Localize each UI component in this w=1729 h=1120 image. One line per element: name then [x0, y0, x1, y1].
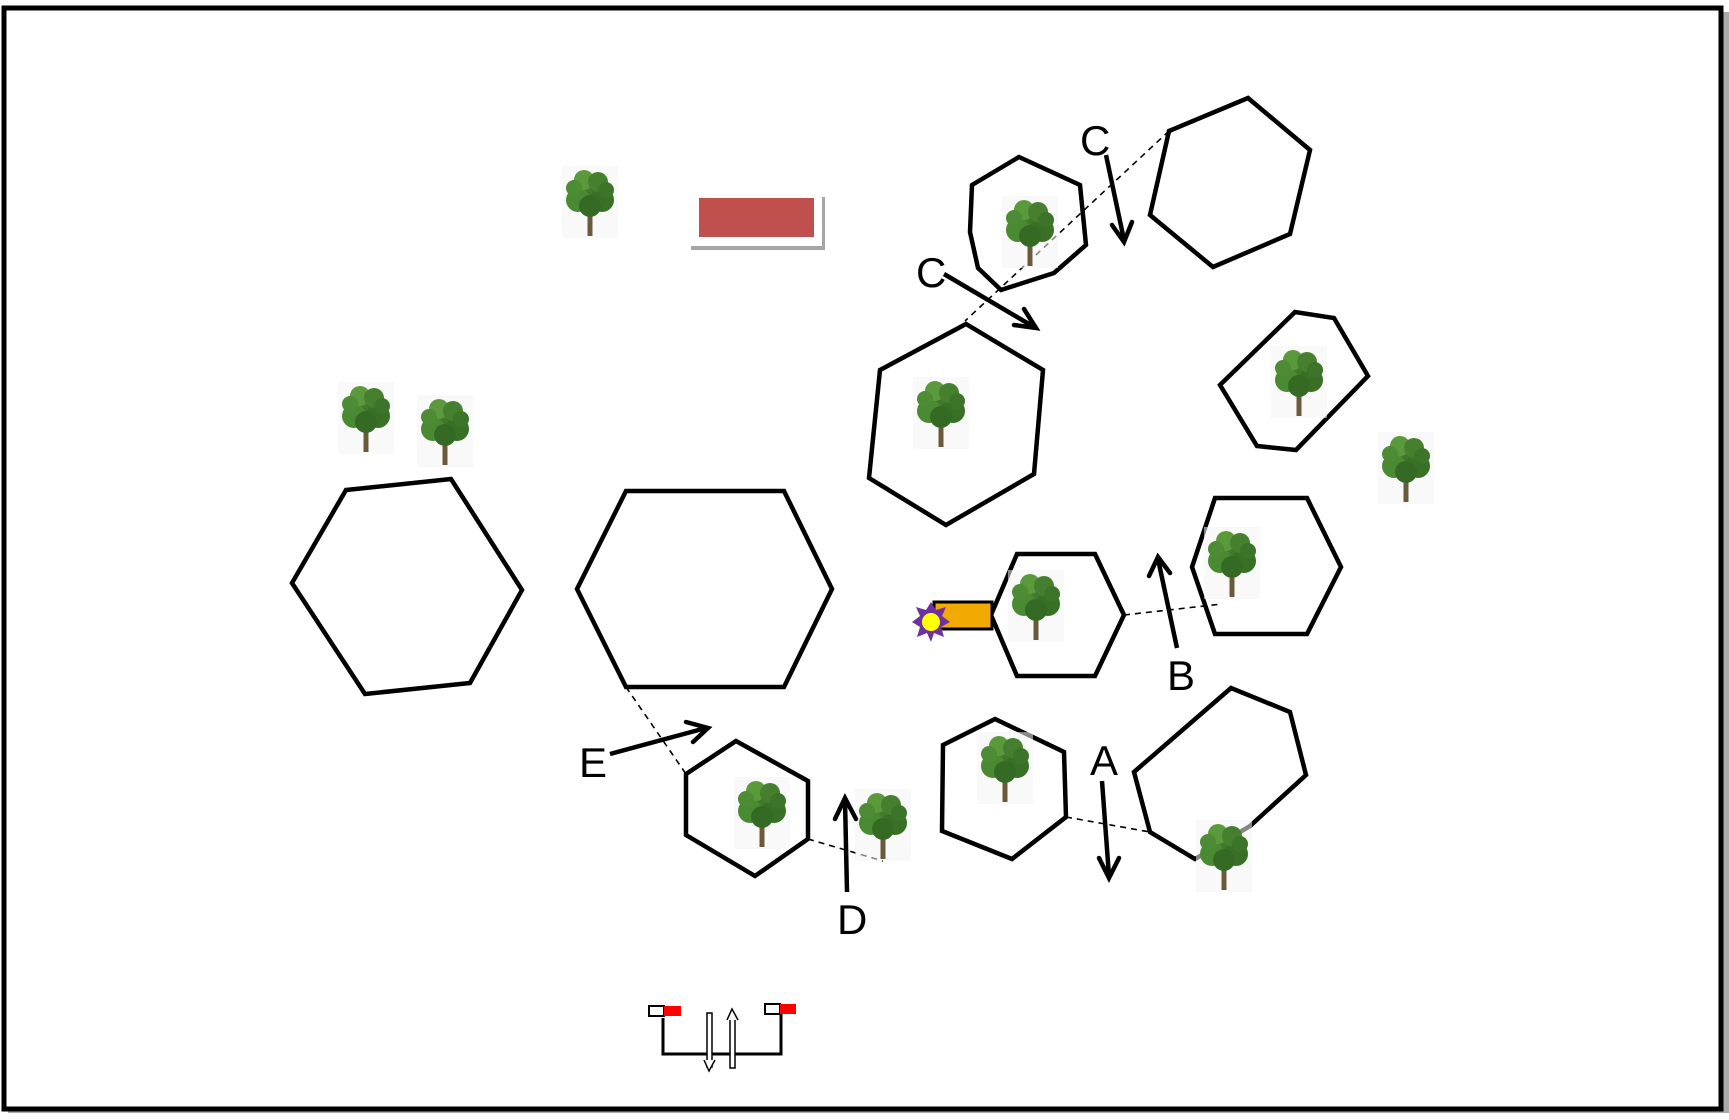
hexagon-top-right [1147, 95, 1313, 270]
hexagon-left-large [289, 476, 525, 697]
tree-icon [1204, 527, 1260, 599]
hexagon-top-small [967, 154, 1089, 293]
goal-icon [648, 1003, 796, 1073]
tree-icon [1008, 570, 1064, 642]
tree-icon [913, 377, 969, 449]
tether-c [964, 130, 1170, 322]
arrow-c-upper [1103, 154, 1135, 247]
arrow-a [1096, 780, 1122, 884]
hexagon-right-mid [1189, 495, 1344, 637]
tether-d [807, 838, 884, 862]
label-a: A [1090, 737, 1118, 784]
label-b: B [1167, 652, 1195, 699]
tree-icon [417, 395, 473, 467]
hexagon-right-upper [1217, 309, 1371, 453]
tether-e [625, 686, 687, 775]
hexagon-mid-upper [866, 321, 1046, 528]
tree-icon [1196, 820, 1252, 892]
arrow-d [832, 792, 859, 893]
cannon-icon [912, 600, 994, 642]
tree-icon [1271, 346, 1327, 418]
arrow-b [1146, 552, 1180, 649]
label-c-upper: C [1080, 117, 1110, 164]
arrow-c-lower [942, 272, 1041, 331]
diagram-frame [1, 5, 1729, 1113]
tree-icon [977, 732, 1033, 804]
label-c-lower: C [916, 249, 946, 296]
tether-b [1123, 603, 1223, 616]
tree-icon [1002, 196, 1058, 268]
arrow-e [609, 719, 713, 757]
red-banner [691, 192, 825, 250]
tree-icon [1378, 432, 1434, 504]
tree-icon [562, 166, 618, 238]
tether-a [1065, 816, 1151, 833]
tree-icon [734, 777, 790, 849]
hexagon-center-large [574, 488, 835, 690]
hexagon-bottom-right [1131, 685, 1309, 862]
label-d: D [837, 896, 867, 943]
tree-icon [855, 789, 911, 861]
tree-icon [338, 382, 394, 454]
label-e: E [579, 739, 607, 786]
